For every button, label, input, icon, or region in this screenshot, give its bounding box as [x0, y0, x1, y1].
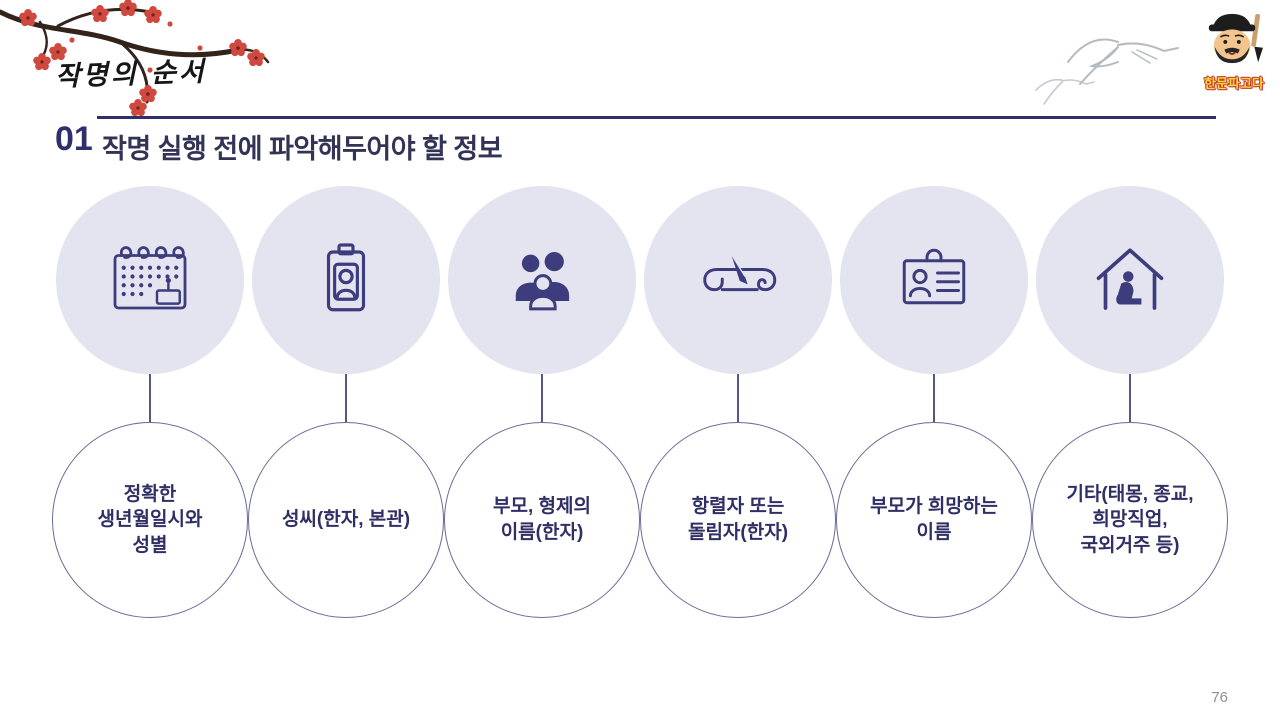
calendar-birthday-icon: [113, 246, 187, 310]
diagram-item-surname: 성씨(한자, 본관): [248, 186, 444, 618]
item-label: 기타(태몽, 종교, 희망직업, 국외거주 등): [1066, 483, 1194, 556]
house-prayer-icon: [1096, 248, 1164, 310]
calligraphy-title: 작명의 순서: [54, 56, 208, 93]
connector-line: [149, 374, 151, 422]
icon-circle: [644, 186, 832, 374]
brand-logo: 한문파고다: [1194, 10, 1274, 92]
family-icon: [515, 252, 570, 311]
diagram-item-other: 기타(태몽, 종교, 희망직업, 국외거주 등): [1032, 186, 1228, 618]
label-circle: 항렬자 또는 돌림자(한자): [640, 422, 836, 618]
id-card-icon: [326, 243, 366, 312]
label-circle: 정확한 생년월일시와 성별: [52, 422, 248, 618]
id-badge-icon: [902, 248, 966, 305]
connector-line: [541, 374, 543, 422]
item-label: 항렬자 또는 돌림자(한자): [687, 496, 789, 543]
icon-circle: [56, 186, 244, 374]
diagram-item-family-names: 부모, 형제의 이름(한자): [444, 186, 640, 618]
section-title: 작명 실행 전에 파악해두어야 할 정보: [102, 134, 503, 164]
label-circle: 부모, 형제의 이름(한자): [444, 422, 640, 618]
plum-blossom-branch-illustration: [0, 0, 270, 117]
connector-line: [933, 374, 935, 422]
connector-line: [1129, 374, 1131, 422]
crane-illustration: [1035, 38, 1179, 105]
icon-circle: [1036, 186, 1224, 374]
label-circle: 부모가 희망하는 이름: [836, 422, 1032, 618]
diagram-item-generation-character: 항렬자 또는 돌림자(한자): [640, 186, 836, 618]
page-number: 76: [1211, 689, 1228, 706]
icon-circle: [448, 186, 636, 374]
connector-line: [345, 374, 347, 422]
label-circle: 기타(태몽, 종교, 희망직업, 국외거주 등): [1032, 422, 1228, 618]
item-label: 정확한 생년월일시와 성별: [97, 483, 203, 556]
info-diagram: 정확한 생년월일시와 성별 성씨(한자, 본관): [52, 186, 1228, 618]
item-label: 부모가 희망하는 이름: [870, 496, 998, 543]
logo-character-icon: [1208, 13, 1263, 64]
icon-circle: [252, 186, 440, 374]
item-label: 부모, 형제의 이름(한자): [493, 496, 591, 543]
diagram-item-birthdate: 정확한 생년월일시와 성별: [52, 186, 248, 618]
logo-wordmark: 한문파고다: [1204, 76, 1264, 91]
diagram-item-desired-name: 부모가 희망하는 이름: [836, 186, 1032, 618]
scroll-pen-icon: [703, 253, 777, 292]
icon-circle: [840, 186, 1028, 374]
connector-line: [737, 374, 739, 422]
item-label: 성씨(한자, 본관): [281, 509, 411, 531]
heading-divider-line: [97, 116, 1216, 119]
label-circle: 성씨(한자, 본관): [248, 422, 444, 618]
section-number: 01: [55, 120, 93, 158]
